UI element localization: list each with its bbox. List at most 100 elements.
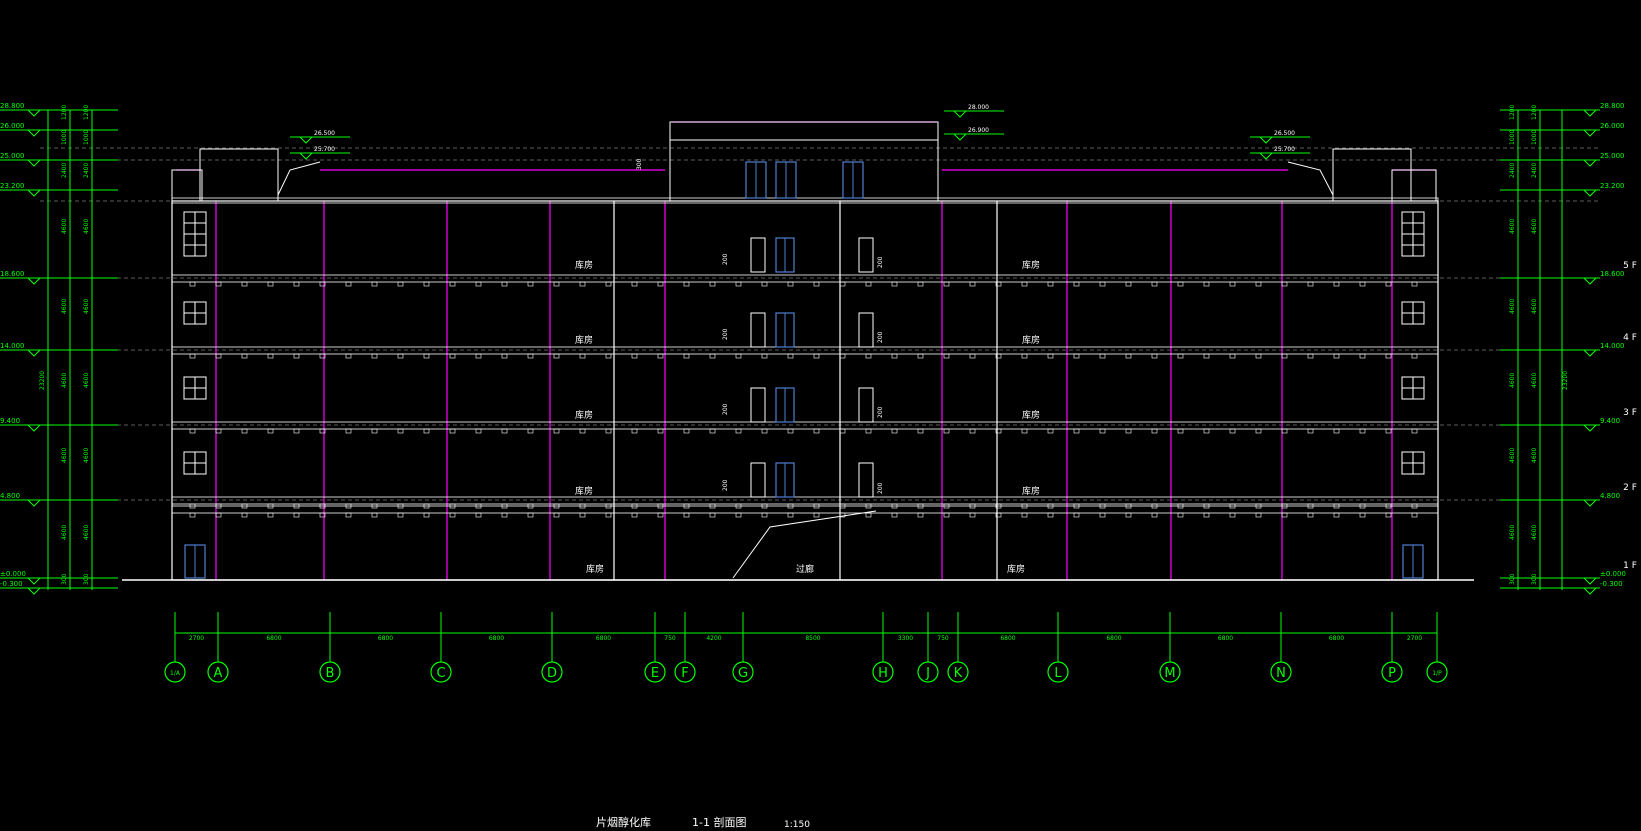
axis-bubble (917, 661, 939, 683)
beam-tick (579, 503, 586, 509)
dim-text-right: 1000 (1509, 130, 1516, 145)
elevation-triangle (1582, 159, 1598, 167)
axis-bubble (541, 661, 563, 683)
axis-label: E (651, 666, 659, 681)
slab-gap-dim: 200 (722, 403, 729, 415)
beam-tick (579, 281, 586, 287)
axis-bubble (1381, 661, 1403, 683)
beam-tick (969, 281, 976, 287)
dim-text-right: 4600 (1509, 448, 1516, 463)
beam-tick (215, 428, 222, 434)
corridor-door (775, 237, 795, 273)
beam-tick (787, 353, 794, 359)
elevation-triangle (26, 159, 42, 167)
slab-gap-dim: 200 (877, 256, 884, 268)
beam-tick (1203, 503, 1210, 509)
elevation-triangle (1582, 424, 1598, 432)
beam-tick (449, 428, 456, 434)
beam-tick (839, 353, 846, 359)
beam-tick (1281, 512, 1288, 518)
beam-tick (1151, 428, 1158, 434)
room-label-storage: 库房 (1022, 259, 1040, 271)
beam-tick (631, 512, 638, 518)
beam-tick (995, 428, 1002, 434)
single-door (858, 462, 874, 498)
beam-tick (1307, 281, 1314, 287)
beam-tick (501, 281, 508, 287)
beam-tick (787, 428, 794, 434)
beam-tick (319, 353, 326, 359)
beam-tick (1255, 503, 1262, 509)
right-elevation-dimensions: 28.80026.00025.00023.20018.60014.0009.40… (1500, 102, 1637, 595)
elevation-label-left: 25.000 (0, 152, 25, 160)
window (1401, 451, 1425, 475)
elevation-triangle (26, 277, 42, 285)
beam-tick (735, 428, 742, 434)
beam-tick (1385, 503, 1392, 509)
beam-tick (943, 512, 950, 518)
floor-tag: 4 F (1623, 333, 1637, 343)
beam-tick (735, 512, 742, 518)
beam-tick (1281, 428, 1288, 434)
beam-tick (1411, 281, 1418, 287)
room-label-storage: 库房 (586, 563, 604, 575)
dim-text-left: 1000 (61, 130, 68, 145)
single-door (858, 387, 874, 423)
dim-text-right: 300 (1531, 573, 1538, 585)
elevation-label-left: 28.800 (0, 102, 25, 110)
beam-tick (943, 281, 950, 287)
beam-tick (1281, 281, 1288, 287)
beam-tick (1099, 512, 1106, 518)
roof-level-triangle (952, 110, 968, 118)
dim-text-right: 300 (1509, 573, 1516, 585)
beam-tick (631, 503, 638, 509)
span-dimension: 6800 (1329, 635, 1344, 642)
beam-tick (891, 353, 898, 359)
elevation-triangle (26, 577, 42, 585)
roof-level-stair-roof: 26.900 (968, 127, 989, 134)
slab-gap-dim: 200 (722, 328, 729, 340)
axis-label: G (738, 666, 748, 681)
slab-gap-dim: 200 (722, 253, 729, 265)
beam-tick (865, 353, 872, 359)
beam-tick (579, 353, 586, 359)
beam-tick (1411, 353, 1418, 359)
floor-slab (171, 274, 1439, 283)
elevation-label-left: 23.200 (0, 182, 25, 190)
dim-text-right: 4600 (1509, 299, 1516, 314)
elevation-triangle (26, 424, 42, 432)
beam-tick (709, 512, 716, 518)
slab-gap-dim: 200 (722, 479, 729, 491)
beam-tick (397, 512, 404, 518)
drawing-title-block: 片烟醇化库 1-1 剖面图 1:150 (596, 815, 810, 830)
beam-tick (527, 281, 534, 287)
dim-text-right: 4600 (1531, 373, 1538, 388)
beam-tick (1203, 512, 1210, 518)
span-dimension: 2700 (189, 635, 204, 642)
beam-tick (995, 512, 1002, 518)
beam-tick (1073, 428, 1080, 434)
beam-tick (839, 512, 846, 518)
beam-tick (657, 512, 664, 518)
beam-tick (891, 503, 898, 509)
beam-tick (1385, 281, 1392, 287)
beam-tick (1333, 512, 1340, 518)
floor-slab (171, 496, 1439, 505)
beam-tick (1203, 353, 1210, 359)
beam-tick (1177, 503, 1184, 509)
window (1401, 376, 1425, 400)
beam-tick (189, 503, 196, 509)
beam-tick (969, 428, 976, 434)
roof-level-triangle (1258, 136, 1274, 144)
beam-tick (839, 428, 846, 434)
beam-tick (865, 503, 872, 509)
dim-text-left: 4600 (61, 525, 68, 540)
elevation-triangle (26, 349, 42, 357)
beam-tick (397, 281, 404, 287)
beam-tick (423, 503, 430, 509)
elevation-triangle (26, 129, 42, 137)
elevation-label-left: -0.300 (0, 580, 23, 588)
beam-tick (1385, 428, 1392, 434)
